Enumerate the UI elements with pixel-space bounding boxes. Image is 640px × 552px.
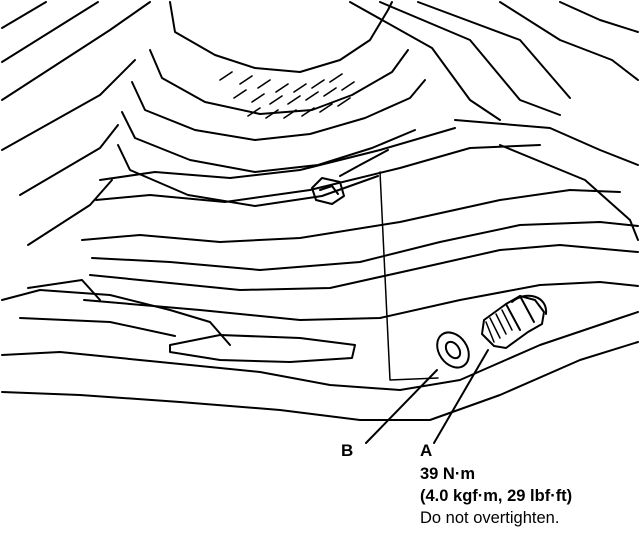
frame-member-right [349, 1, 639, 241]
transmission-case [27, 127, 639, 321]
leader-line-b [365, 369, 438, 444]
lower-crossmember [1, 289, 639, 421]
torque-note: Do not overtighten. [420, 509, 560, 527]
leader-line-a [433, 349, 489, 444]
driveshaft-boot [117, 1, 426, 207]
leader-line-dashed [379, 171, 439, 381]
torque-value-nm: 39 N·m [420, 465, 476, 483]
frame-member-left [1, 1, 151, 246]
drain-plug-bolt-a [481, 294, 548, 349]
label-b: B [341, 441, 354, 460]
label-a: A [420, 441, 433, 460]
sealing-washer-b [436, 331, 470, 369]
torque-value-alt: (4.0 kgf·m, 29 lbf·ft) [420, 487, 573, 505]
case-bolt-icon [311, 149, 389, 205]
torque-spec-block: 39 N·m (4.0 kgf·m, 29 lbf·ft) Do not ove… [420, 463, 572, 529]
